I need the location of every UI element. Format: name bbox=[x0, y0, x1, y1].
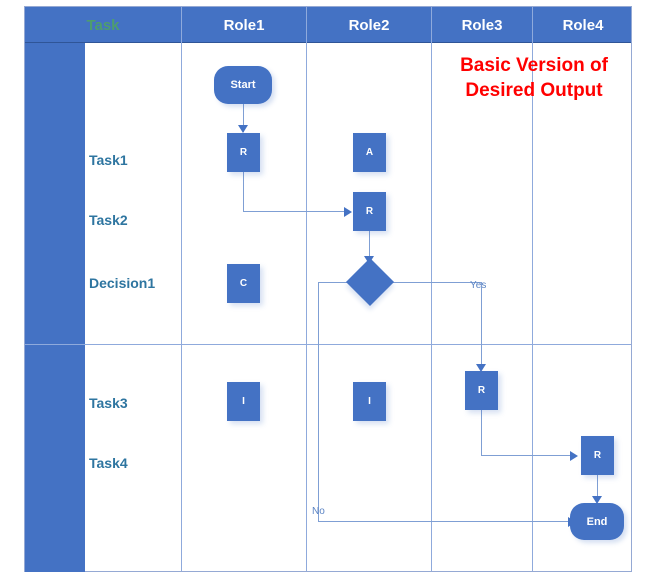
edge-r4-end-vline bbox=[597, 475, 599, 502]
edge-r3-r4-arrow bbox=[570, 451, 578, 461]
column-header-task-label: Task bbox=[86, 16, 120, 34]
flow-node-i-role2-task3[interactable]: I bbox=[353, 382, 386, 421]
edge-r1-r2-arrow bbox=[344, 207, 352, 217]
column-header-role1-label: Role1 bbox=[223, 16, 265, 34]
annotation-title-line2: Desired Output bbox=[465, 80, 603, 102]
edge-r3-r4-vline bbox=[481, 410, 483, 456]
flow-node-r-role1-task1[interactable]: R bbox=[227, 133, 260, 172]
flow-node-a-role2-task1-label: A bbox=[365, 147, 374, 158]
flow-node-r-role3-task3[interactable]: R bbox=[465, 371, 498, 410]
annotation-title-line1: Basic Version of bbox=[460, 55, 608, 76]
edge-dec-yes-hline bbox=[392, 282, 482, 284]
flow-node-start[interactable]: Start bbox=[214, 66, 272, 104]
column-divider-role1-role2 bbox=[306, 43, 307, 571]
swimlane-table: Task Role1 Role2 Role3 Role4 Ph bbox=[24, 6, 632, 572]
flow-node-i-role2-task3-label: I bbox=[368, 396, 371, 407]
task-label-decision1: Decision1 bbox=[89, 275, 156, 291]
edge-r1-r2-hline bbox=[243, 211, 348, 213]
edge-dec-yes-vline bbox=[481, 282, 483, 370]
edge-start-r1-line bbox=[243, 104, 245, 132]
flow-node-end-label: End bbox=[586, 515, 608, 528]
column-header-row: Task Role1 Role2 Role3 Role4 bbox=[25, 7, 631, 43]
edge-r1-r2-vline bbox=[243, 172, 245, 212]
task-label-task1: Task1 bbox=[89, 152, 128, 168]
column-header-role3: Role3 bbox=[431, 7, 532, 43]
flow-node-r-role4-task4-label: R bbox=[593, 450, 602, 461]
flow-node-r-role4-task4[interactable]: R bbox=[581, 436, 614, 475]
edge-label-no: No bbox=[312, 506, 325, 517]
task-label-task2: Task2 bbox=[89, 212, 128, 228]
edge-dec-yes-arrow bbox=[476, 364, 486, 372]
edge-dec-no-vline bbox=[318, 282, 320, 522]
flow-node-r-role2-task2-label: R bbox=[365, 206, 374, 217]
column-divider-task-role1 bbox=[181, 43, 182, 571]
edge-dec-no-hline-top bbox=[318, 282, 351, 284]
edge-start-r1-arrow bbox=[238, 125, 248, 133]
annotation-title: Basic Version of Desired Output bbox=[434, 53, 634, 103]
flow-node-start-label: Start bbox=[230, 79, 256, 91]
phase-band-1-curve bbox=[61, 43, 83, 344]
phase-band-2-curve bbox=[61, 345, 83, 572]
task-label-task4: Task4 bbox=[89, 455, 128, 471]
column-header-role2: Role2 bbox=[306, 7, 431, 43]
column-header-role3-label: Role3 bbox=[461, 16, 503, 34]
flow-node-i-role1-task3-label: I bbox=[242, 396, 245, 407]
flow-node-end[interactable]: End bbox=[570, 503, 624, 540]
edge-r2-dec-line bbox=[369, 230, 371, 263]
edge-r4-end-arrow bbox=[592, 496, 602, 504]
column-header-role1: Role1 bbox=[181, 7, 306, 43]
flow-node-c-role1-decision1-label: C bbox=[239, 278, 248, 289]
flow-node-c-role1-decision1[interactable]: C bbox=[227, 264, 260, 303]
column-header-role4-label: Role4 bbox=[562, 16, 604, 34]
task-label-task3: Task3 bbox=[89, 395, 128, 411]
edge-label-yes: Yes bbox=[470, 280, 487, 291]
phase-band-2-label: Phase2 bbox=[320, 441, 336, 488]
column-divider-role3-role4 bbox=[532, 43, 533, 571]
column-divider-role2-role3 bbox=[431, 43, 432, 571]
flow-node-r-role2-task2[interactable]: R bbox=[353, 192, 386, 231]
column-header-role4: Role4 bbox=[532, 7, 633, 43]
flow-node-r-role3-task3-label: R bbox=[477, 385, 486, 396]
flow-node-r-role1-task1-label: R bbox=[239, 147, 248, 158]
flow-node-a-role2-task1[interactable]: A bbox=[353, 133, 386, 172]
column-header-role2-label: Role2 bbox=[348, 16, 390, 34]
column-header-task: Task bbox=[25, 7, 181, 43]
phase-divider bbox=[25, 344, 631, 345]
flow-node-i-role1-task3[interactable]: I bbox=[227, 382, 260, 421]
edge-r3-r4-hline bbox=[481, 455, 574, 457]
edge-dec-no-hline-bottom bbox=[318, 521, 573, 523]
